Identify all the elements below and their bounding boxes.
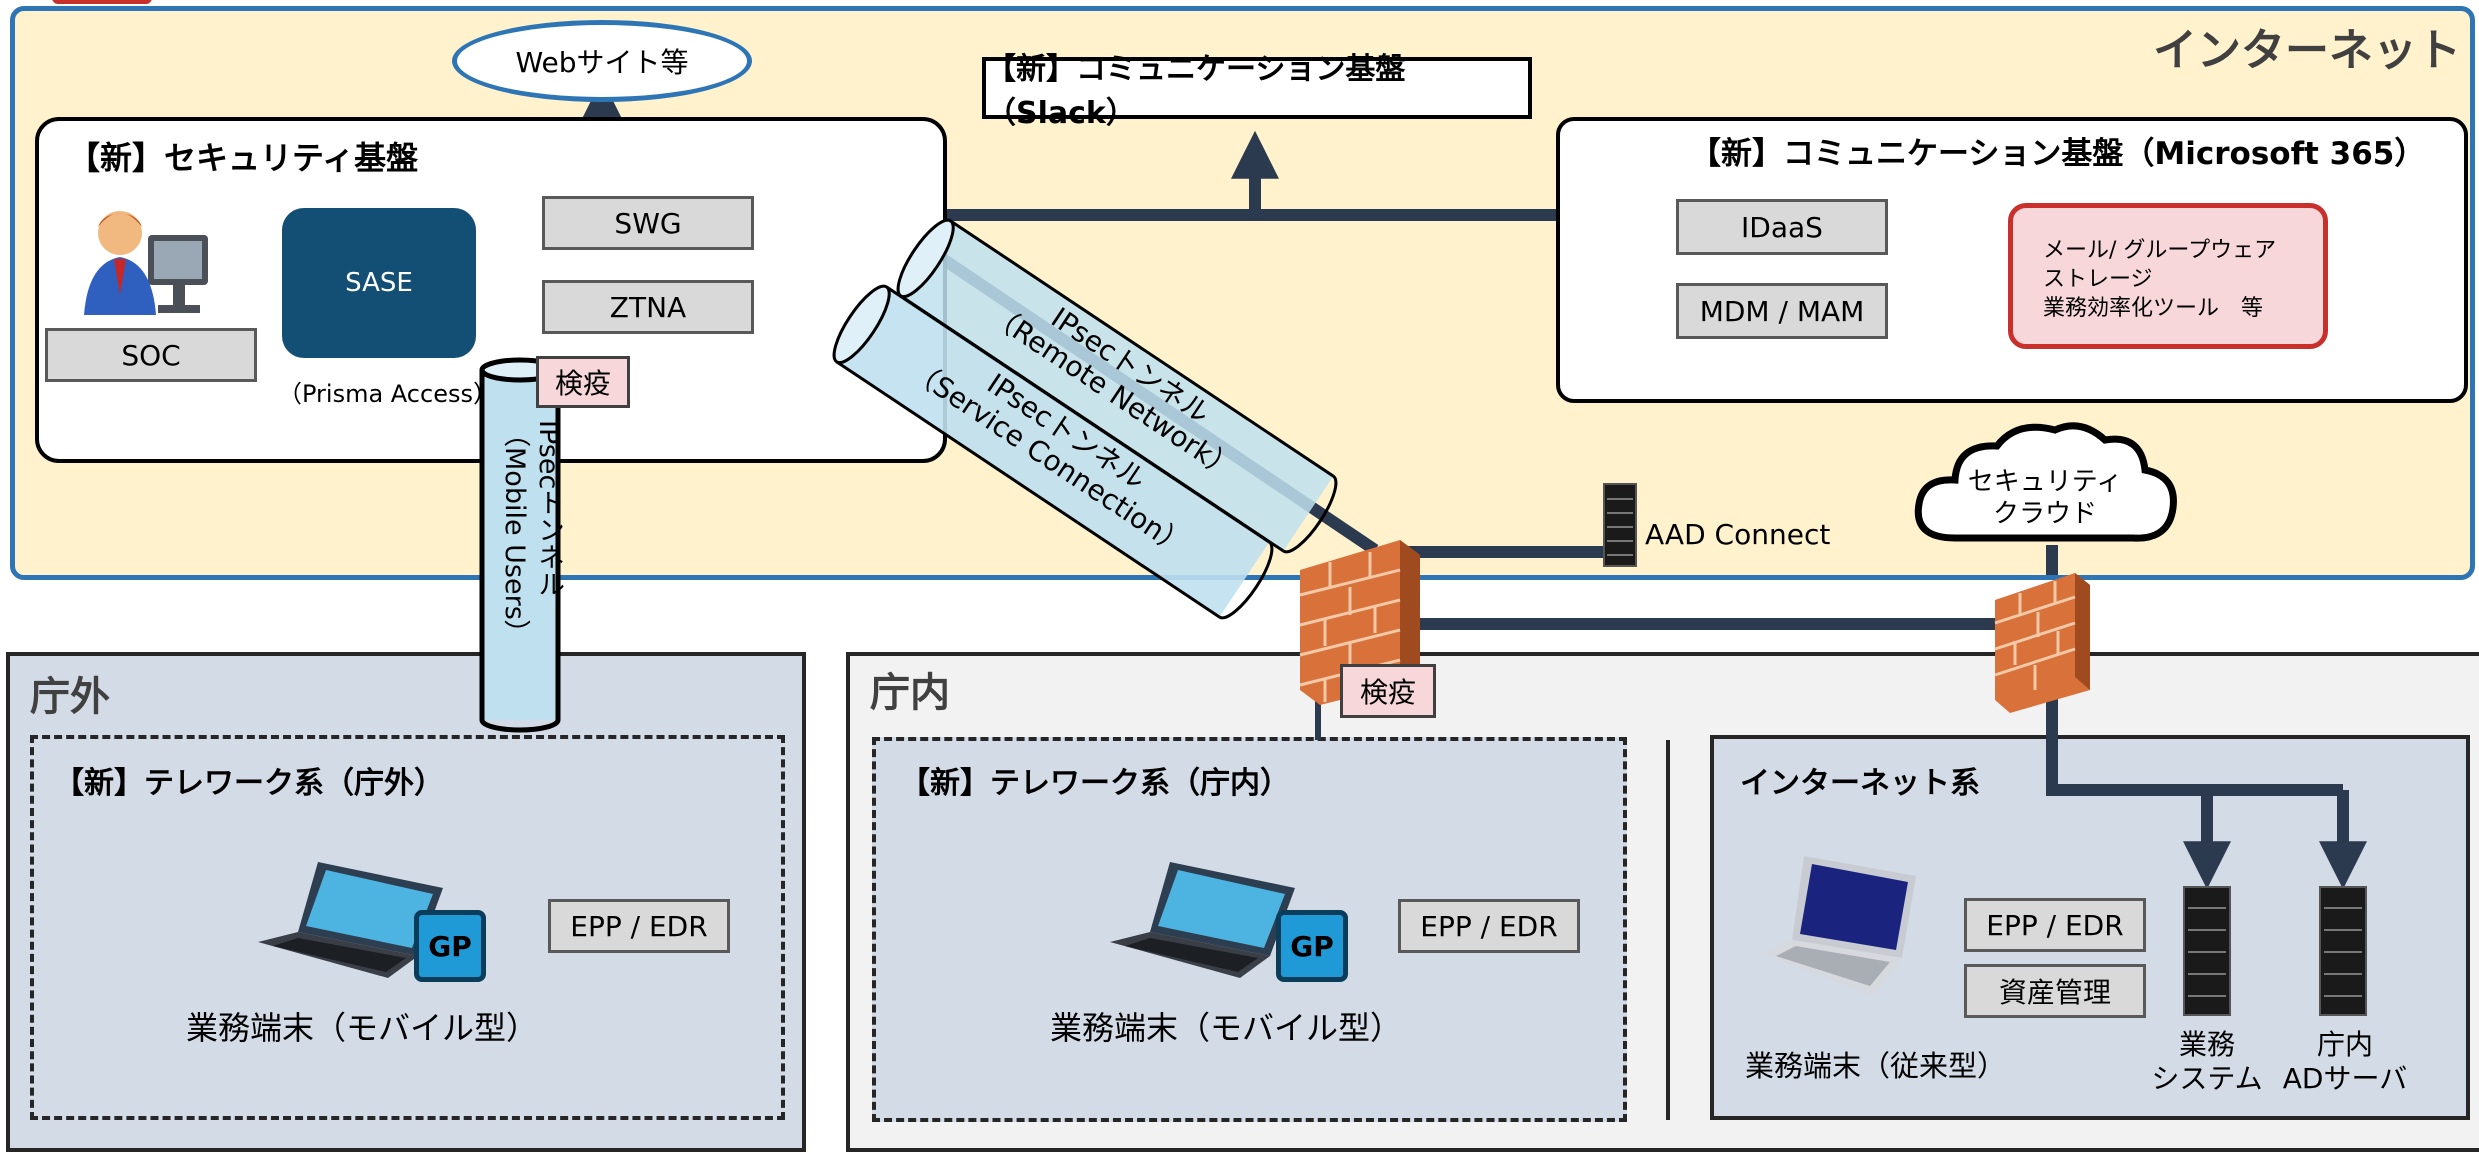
epp-edr-in: EPP / EDR (1398, 899, 1580, 953)
gyomu-label1: 業務 (2178, 1028, 2235, 1061)
mobile-tunnel-text: IPsecトンネル （Mobile Users） (475, 420, 565, 660)
soc-operator-icon (84, 211, 208, 315)
m365-services-box: メール/ グループウェア ストレージ 業務効率化ツール 等 (2008, 203, 2328, 349)
website-node: Webサイト等 (452, 20, 752, 102)
m365-service-storage: ストレージ (2043, 267, 2153, 292)
fw2-to-servers-line (2046, 690, 2343, 796)
gyomu-label2: システム (2151, 1062, 2263, 1095)
chonai-zone-label: 庁内 (870, 670, 950, 716)
security-platform-title: 【新】セキュリティ基盤 (68, 139, 419, 177)
cloud-label2: クラウド (1992, 499, 2097, 529)
kenneki-tag: 検疫 (536, 356, 630, 408)
ad-server-text: 庁内 ADサーバ (2270, 1028, 2420, 1096)
mobile-tunnel-label2: （Mobile Users） (499, 420, 530, 647)
m365-platform-title: 【新】コミュニケーション基盤（Microsoft 365） (1690, 136, 2426, 172)
internet-zone-label: インターネット (2153, 25, 2461, 76)
swg-node: SWG (542, 196, 754, 250)
laptop-out-icon (258, 862, 443, 978)
epp-edr-out: EPP / EDR (548, 899, 730, 953)
aad-server-icon (1603, 483, 1637, 567)
slack-platform-title: 【新】コミュニケーション基盤（Slack） (986, 52, 1406, 131)
cloud-label1: セキュリティ (1967, 467, 2123, 497)
firewall2-icon (1994, 573, 2090, 713)
soc-label: SOC (45, 328, 257, 382)
epp-edr-internet: EPP / EDR (1964, 898, 2146, 952)
telework-in-title: 【新】テレワーク系（庁内） (900, 766, 1290, 801)
ztna-node: ZTNA (542, 280, 754, 334)
internet-system-title: インターネット系 (1740, 766, 1980, 801)
device-out-label: 業務端末（モバイル型） (186, 1009, 539, 1047)
firewall-icon (1299, 540, 1420, 705)
website-label: Webサイト等 (515, 46, 689, 79)
ad-label1: 庁内 (2316, 1028, 2373, 1061)
security-cloud-icon (1914, 422, 2177, 542)
gateway-kenneki-tag: 検疫 (1340, 664, 1436, 718)
asset-mgmt-node: 資産管理 (1964, 964, 2146, 1018)
aad-connect-label: AAD Connect (1645, 518, 1831, 551)
legacy-laptop-icon (1762, 856, 1916, 996)
gyomu-server-icon (2183, 886, 2231, 1016)
ad-label2: ADサーバ (2282, 1062, 2408, 1095)
legacy-device-label: 業務端末（従来型） (1745, 1049, 2007, 1083)
sase-block: SASE (282, 208, 476, 358)
top-tab (52, 0, 152, 4)
gyomu-server-text: 業務 システム (2140, 1028, 2274, 1096)
m365-service-mail: メール/ グループウェア (2043, 238, 2277, 263)
chogai-zone-label: 庁外 (30, 674, 110, 720)
gp-icon: GP (428, 929, 472, 963)
security-cloud-text: セキュリティ クラウド (1945, 466, 2145, 530)
mdm-mam-node: MDM / MAM (1676, 283, 1888, 339)
divider (1666, 740, 1670, 1120)
gp-badge-out: GP (414, 910, 486, 982)
mobile-tunnel-label1: IPsecトンネル (533, 420, 564, 598)
laptop-in-icon (1110, 862, 1295, 978)
device-in-label: 業務端末（モバイル型） (1050, 1009, 1403, 1047)
gp-icon: GP (1290, 929, 1334, 963)
idaas-node: IDaaS (1676, 199, 1888, 255)
telework-out-title: 【新】テレワーク系（庁外） (54, 766, 444, 801)
gp-badge-in: GP (1276, 910, 1348, 982)
ad-server-icon (2319, 886, 2367, 1016)
sase-label: SASE (345, 268, 413, 298)
m365-service-tools: 業務効率化ツール 等 (2043, 296, 2264, 321)
slack-platform: 【新】コミュニケーション基盤（Slack） (982, 52, 1532, 131)
prisma-access-label: （Prisma Access） (278, 380, 497, 408)
